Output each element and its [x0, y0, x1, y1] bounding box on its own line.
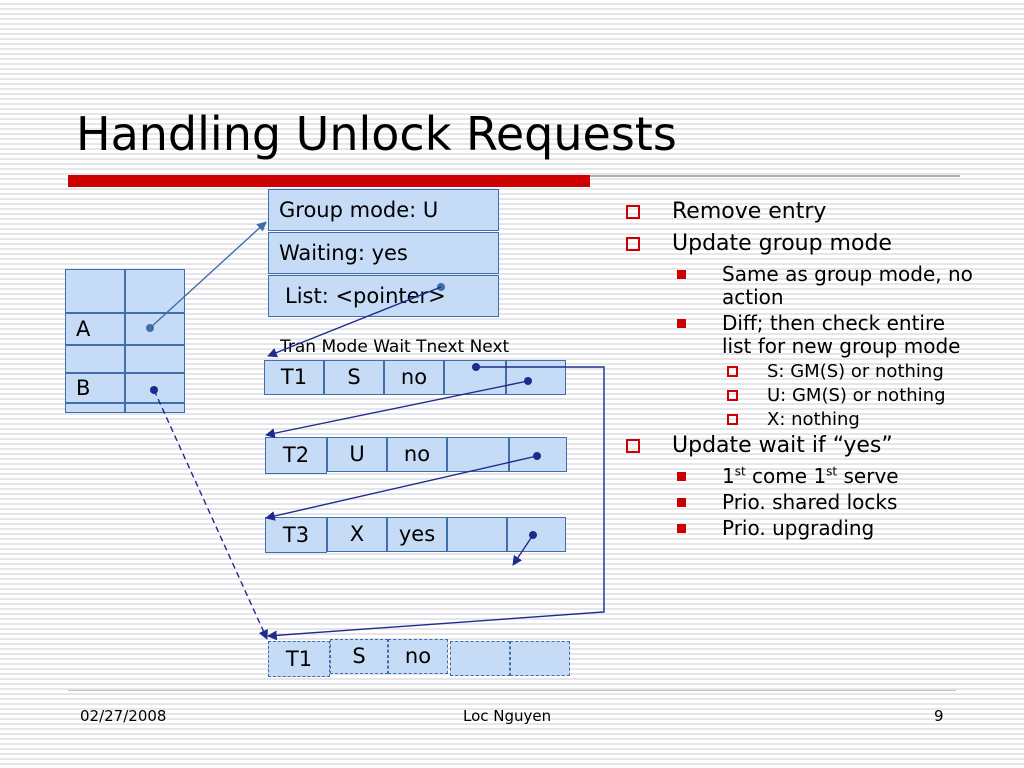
- entry-2-next: [509, 437, 567, 472]
- bullet-diff-then-check: Diff; then check entire list for new gro…: [620, 312, 980, 358]
- bullet-update-group-mode: Update group mode: [620, 228, 980, 260]
- entry-4-tran: T1: [268, 641, 330, 677]
- lock-table-row-a-pointer: [125, 313, 185, 345]
- title-underline-grey: [590, 175, 960, 177]
- entry-2-tran: T2: [265, 437, 327, 474]
- waiting-box: Waiting: yes: [268, 232, 499, 274]
- entry-3-wait: yes: [387, 517, 447, 552]
- bullet-u-rule: U: GM(S) or nothing: [620, 385, 980, 406]
- bullet-prio-upgrading: Prio. upgrading: [620, 517, 980, 540]
- footer-author: Loc Nguyen: [463, 707, 552, 725]
- entry-1-tran: T1: [264, 360, 324, 395]
- bullet-first-come: 1st come 1st serve: [620, 465, 980, 488]
- lock-table-cell: [125, 403, 185, 413]
- lock-table-row-b-key: B: [65, 373, 125, 403]
- bullet-s-rule: S: GM(S) or nothing: [620, 361, 980, 382]
- title-underline-red: [68, 175, 590, 187]
- entry-3-mode: X: [327, 517, 387, 552]
- entry-4-tnext: [450, 641, 510, 676]
- link-t3-next-null: [512, 531, 537, 566]
- lock-table-cell: [65, 403, 125, 413]
- entry-1-wait: no: [384, 360, 444, 395]
- entry-2-mode: U: [327, 437, 387, 472]
- entry-4-mode: S: [330, 639, 388, 674]
- slide-title: Handling Unlock Requests: [76, 107, 677, 161]
- link-b-to-entry-dashed: [150, 386, 268, 640]
- group-mode-label: Group mode: U: [279, 197, 439, 222]
- row-label-b: B: [76, 376, 91, 400]
- entry-column-headers: Tran Mode Wait Tnext Next: [280, 337, 510, 357]
- lock-table-cell: [65, 345, 125, 373]
- bullet-remove-entry: Remove entry: [620, 196, 980, 228]
- entry-4-next: [510, 641, 570, 676]
- entry-3-tnext: [447, 517, 507, 552]
- lock-table-row-a-key: A: [65, 313, 125, 345]
- bullet-x-rule: X: nothing: [620, 409, 980, 430]
- entry-3-tran: T3: [265, 517, 327, 553]
- footer-divider: [68, 690, 956, 691]
- group-mode-box: Group mode: U: [268, 189, 499, 231]
- link-t1-next-to-t2: [265, 377, 532, 439]
- entry-1-next: [506, 360, 566, 395]
- entry-2-wait: no: [387, 437, 447, 472]
- entry-4-wait: no: [388, 639, 448, 674]
- link-t1-tnext-to-b-entry: [267, 363, 605, 641]
- lock-table-cell: [65, 269, 125, 313]
- entry-2-tnext: [447, 437, 509, 472]
- bullet-prio-shared: Prio. shared locks: [620, 491, 980, 514]
- link-a-to-group-header: [146, 221, 267, 332]
- link-list-to-first-entry: [267, 283, 445, 358]
- bullet-list: Remove entry Update group mode Same as g…: [620, 196, 980, 540]
- bullet-same-as-group: Same as group mode, no action: [620, 263, 980, 309]
- entry-1-mode: S: [324, 360, 384, 395]
- link-t2-next-to-t3: [265, 452, 541, 521]
- row-label-a: A: [76, 317, 91, 341]
- bullet-update-wait: Update wait if “yes”: [620, 430, 980, 462]
- footer-page-number: 9: [934, 707, 944, 725]
- waiting-label: Waiting: yes: [279, 240, 408, 265]
- lock-table-cell: [125, 345, 185, 373]
- footer-date: 02/27/2008: [80, 707, 167, 725]
